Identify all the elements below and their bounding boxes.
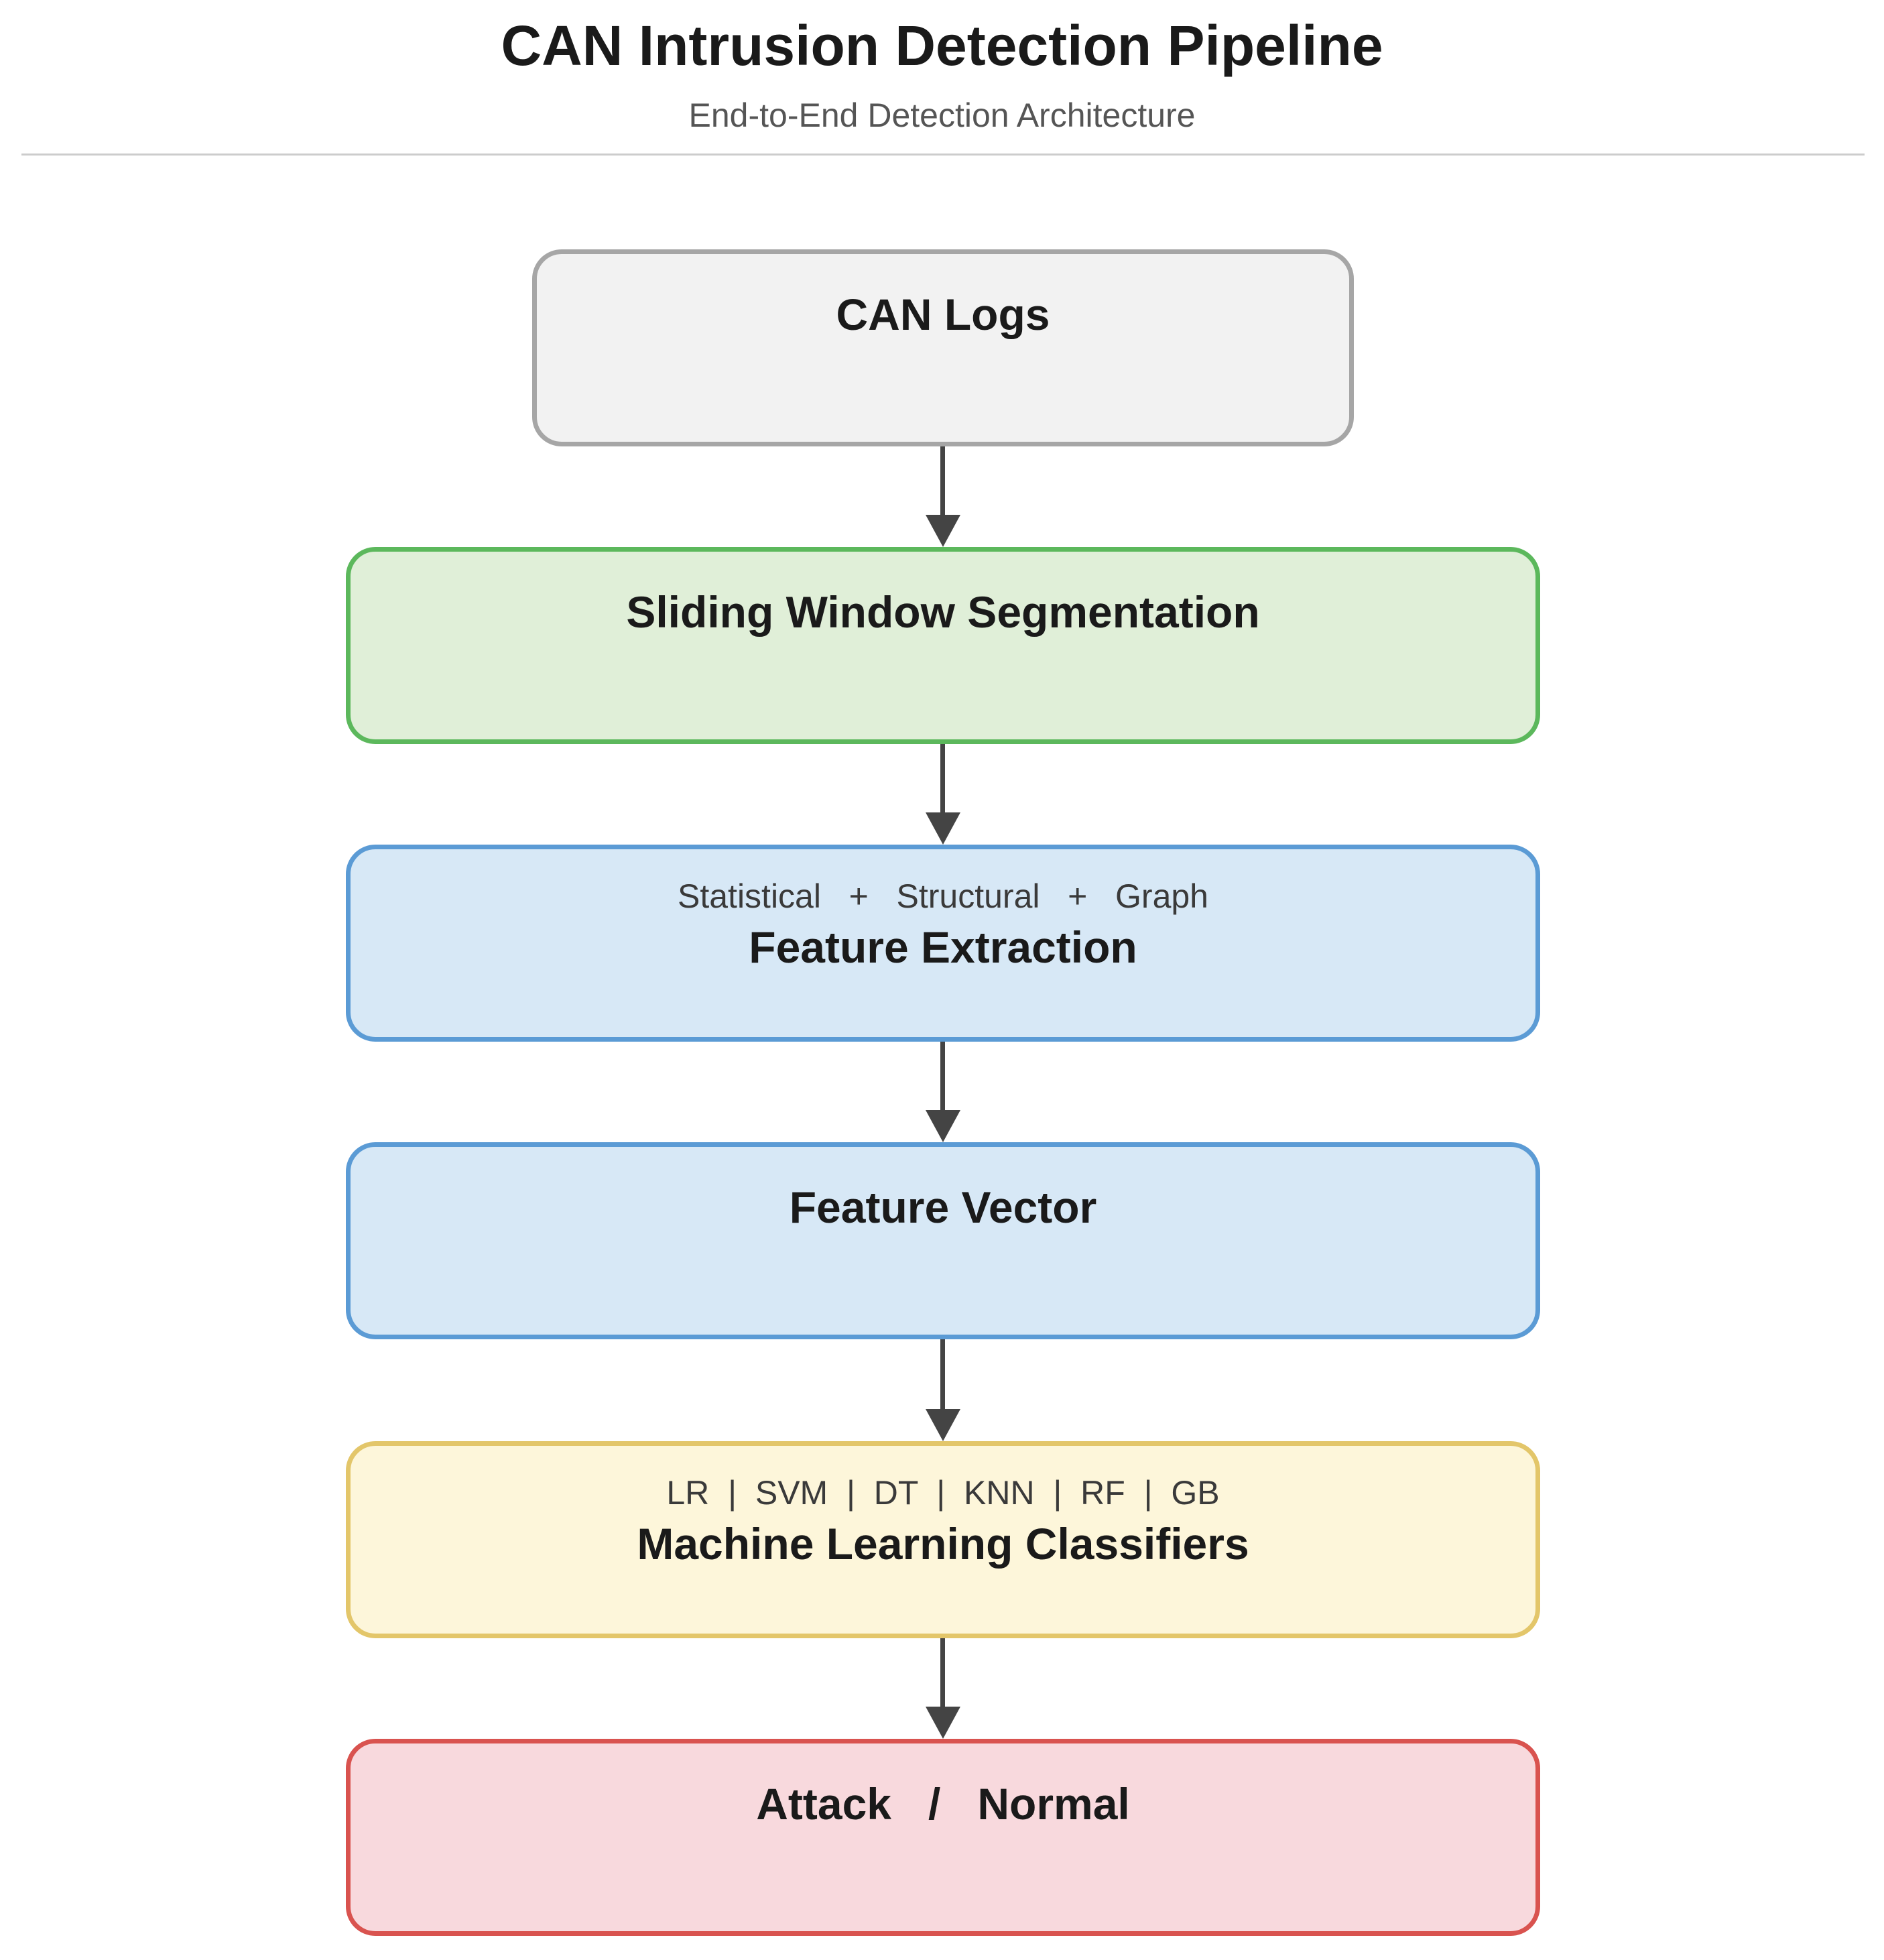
flow-arrow-3: [926, 1042, 960, 1142]
flow-arrow-1: [926, 446, 960, 547]
stage-sliding-window-label: Sliding Window Segmentation: [626, 587, 1260, 637]
stage-feature-extraction-detail: Statistical + Structural + Graph: [678, 877, 1208, 915]
header-divider: [21, 154, 1865, 156]
stage-feature-vector: Feature Vector: [346, 1142, 1540, 1339]
arrow-head-icon: [926, 1110, 960, 1142]
arrow-head-icon: [926, 515, 960, 547]
stage-classifiers-detail: LR | SVM | DT | KNN | RF | GB: [666, 1474, 1220, 1512]
stage-attack-normal-output: Attack / Normal: [346, 1739, 1540, 1936]
stage-machine-learning-classifiers: LR | SVM | DT | KNN | RF | GB Machine Le…: [346, 1441, 1540, 1638]
stage-can-logs: CAN Logs: [532, 249, 1354, 446]
flow-arrow-4: [926, 1339, 960, 1441]
arrow-head-icon: [926, 1409, 960, 1441]
diagram-subtitle: End-to-End Detection Architecture: [688, 97, 1196, 134]
diagram-title: CAN Intrusion Detection Pipeline: [501, 14, 1383, 77]
stage-feature-vector-label: Feature Vector: [789, 1182, 1097, 1232]
arrow-head-icon: [926, 812, 960, 845]
arrow-head-icon: [926, 1707, 960, 1739]
stage-sliding-window-segmentation: Sliding Window Segmentation: [346, 547, 1540, 744]
flow-arrow-2: [926, 744, 960, 845]
flow-arrow-5: [926, 1638, 960, 1739]
stage-can-logs-label: CAN Logs: [836, 290, 1050, 339]
stage-feature-extraction-label: Feature Extraction: [749, 922, 1137, 972]
stage-output-label: Attack / Normal: [756, 1779, 1130, 1829]
stage-feature-extraction: Statistical + Structural + Graph Feature…: [346, 845, 1540, 1042]
stage-classifiers-label: Machine Learning Classifiers: [637, 1519, 1249, 1569]
